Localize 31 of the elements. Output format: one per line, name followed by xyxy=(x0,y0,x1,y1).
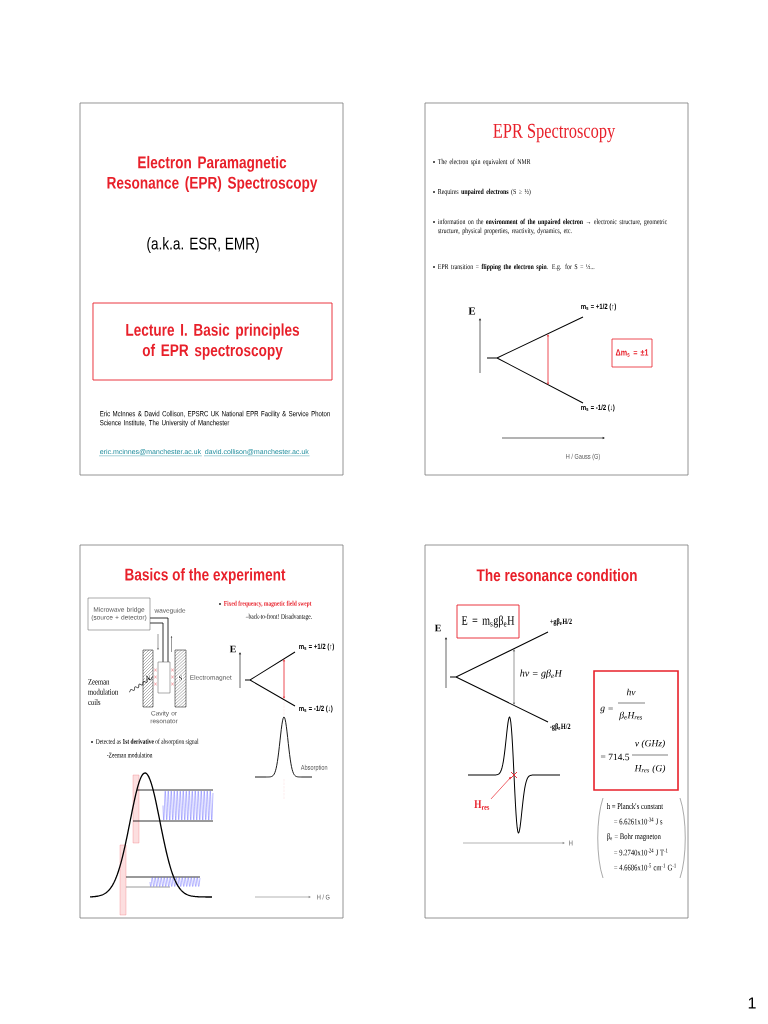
slide-title: EPR Spectroscopy xyxy=(493,123,616,143)
formula-text: = 714.5 xyxy=(600,753,630,761)
formula-text: ν (GHz) xyxy=(634,739,665,749)
level-label: +gβ$_{e}$H/2 xyxy=(550,618,572,626)
slide-title: Electron Paramagnetic Resonance (EPR) Spectroscopy xyxy=(107,155,318,193)
constant-text: h = Planck's constant xyxy=(606,803,664,809)
formula-text: g = xyxy=(600,706,613,714)
constant-text: = 9.2740x10$^{-24}$ J T$^{-1}$ xyxy=(614,848,668,856)
coil-label: Zeeman modulation coils xyxy=(88,679,119,706)
g-factor-formula-box xyxy=(593,670,679,791)
energy-equation-box: E = m$_{s}$gβ$_{e}$H xyxy=(456,604,520,639)
modulation-coil xyxy=(154,668,157,686)
axis-label: E xyxy=(229,645,236,653)
subtitle: (a.k.a. ESR, EMR) xyxy=(147,237,259,253)
slide-title: Basics of the experiment xyxy=(125,568,286,584)
leader-arrow xyxy=(490,776,512,800)
axis-label: E xyxy=(468,307,476,315)
leader-line xyxy=(128,676,154,693)
formula-text: H$_{res}$ (G) xyxy=(634,764,666,774)
formula-text: β$_{e}$H$_{res}$ xyxy=(619,711,642,721)
title-box: Lecture I. Basic principles of EPR spectroscopy xyxy=(92,302,333,381)
resonance-field-label: H$_{res}$ xyxy=(474,800,490,810)
constant-text: = 4.6686x10$^{-5}$ cm$^{-1}$ G$^{-1}$ xyxy=(614,863,676,871)
slide-title: The resonance condition xyxy=(476,568,637,582)
equation-text: hν = gβ$_{e}$H xyxy=(520,669,563,679)
constant-text: β$_{e}$ = Bohr magneton xyxy=(607,833,661,841)
constant-text: = 6.6261x10$^{-34}$ J s xyxy=(614,817,663,825)
axis-label: E xyxy=(434,624,441,632)
formula-text: hν xyxy=(626,688,636,696)
level-label: -gβ$_{e}$H/2 xyxy=(550,723,571,731)
page-number: 1 xyxy=(748,997,756,1009)
